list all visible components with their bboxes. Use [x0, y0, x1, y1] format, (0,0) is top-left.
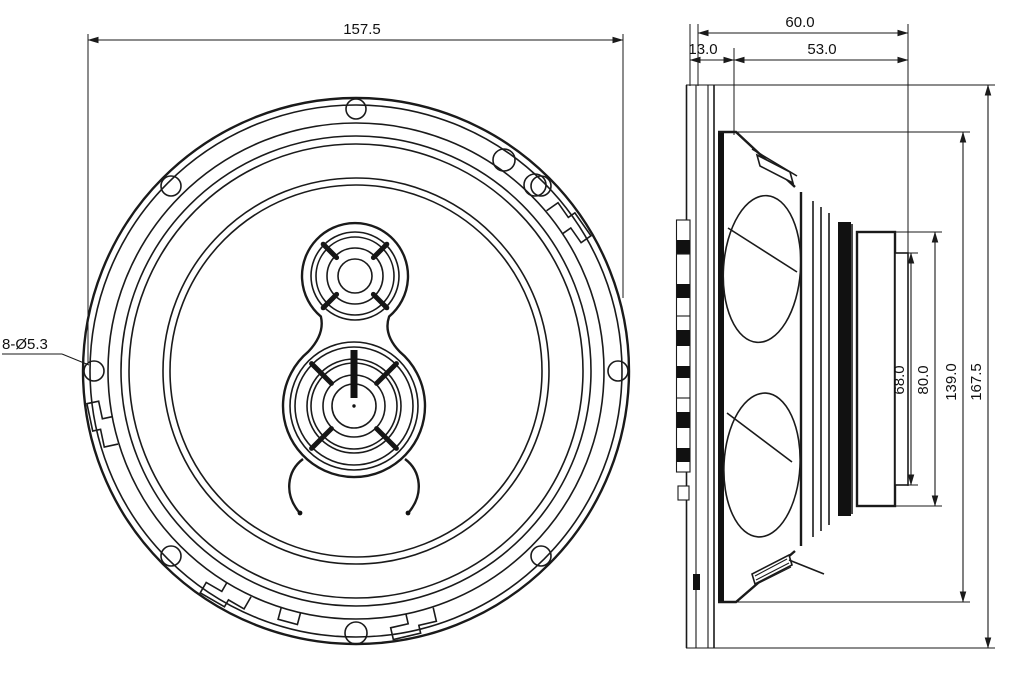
mounting-hole [345, 98, 367, 120]
flange-loop-notch [492, 148, 516, 172]
lead-wire-right [404, 458, 420, 513]
outer-flange-edge-inner [89, 104, 623, 638]
surround-outer-1 [120, 135, 592, 607]
magnet-assembly [838, 222, 909, 516]
flange-inner-circle [107, 122, 605, 620]
front-view: 157.5 8-Ø5.3 [2, 21, 631, 646]
basket-window-lower [723, 392, 801, 538]
mounting-hole [83, 360, 105, 382]
flange-step-tab [85, 400, 119, 448]
mounting-hole [344, 621, 368, 645]
terminal-lug [677, 485, 690, 501]
flange-step-tab [389, 607, 438, 641]
basket-window-upper [722, 194, 802, 344]
lead-wires [288, 458, 420, 516]
side-view: 60.0 13.0 53.0 68.0 80.0 139.0 [675, 14, 995, 649]
front-diameter-label: 157.5 [343, 21, 381, 38]
cone-step-lines [799, 192, 830, 546]
tweeter-spokes [320, 241, 390, 311]
mounting-holes [83, 98, 629, 645]
cone-edge-2 [169, 184, 543, 558]
vent-tab-top [751, 148, 798, 185]
tweeter-dome [337, 258, 373, 294]
flange-notches [85, 148, 593, 641]
overall-height-label: 167.5 [968, 363, 985, 401]
tweeter-ring [310, 231, 400, 321]
cone-edge-1 [162, 177, 550, 565]
midrange-ring [289, 341, 419, 471]
center-mark [352, 404, 356, 408]
mounting-hole [160, 175, 182, 197]
height-dimensions: 68.0 80.0 139.0 167.5 [686, 84, 995, 649]
mounting-hole [160, 545, 182, 567]
flange-foot [693, 574, 700, 590]
midrange-ring [294, 346, 414, 466]
surround-outer-2 [128, 143, 584, 599]
midrange-spokes [309, 361, 399, 451]
lead-wire-left [288, 458, 304, 513]
flange-step-tab [199, 581, 252, 610]
holes-callout: 8-Ø5.3 [2, 336, 90, 366]
basket-windows [722, 194, 802, 538]
total-depth-label: 60.0 [785, 14, 814, 31]
side-flange [685, 85, 724, 648]
magnet-height-label: 68.0 [891, 365, 908, 394]
basket-front-edge [718, 132, 724, 602]
vent-tab-bottom [751, 553, 825, 586]
flange-depth-label: 13.0 [688, 41, 717, 58]
midrange-index-bar [350, 350, 358, 398]
body-depth-label: 53.0 [807, 41, 836, 58]
holes-callout-label: 8-Ø5.3 [2, 336, 48, 353]
flange-loop-notch [523, 173, 547, 197]
flange-small-notch [277, 607, 302, 626]
terminal-strip [675, 219, 700, 590]
plate-height-label: 80.0 [915, 365, 932, 394]
tweeter-ring [326, 247, 384, 305]
basket-height-label: 139.0 [943, 363, 960, 401]
mounting-hole [530, 545, 552, 567]
magnet-block [855, 230, 897, 508]
front-plate-dark-band [838, 222, 851, 516]
mounting-hole [607, 360, 629, 382]
tweeter-ring [315, 236, 395, 316]
basket-profile [718, 130, 830, 604]
tweeter-midrange-assembly [281, 221, 427, 516]
flange-step-tab [546, 201, 593, 244]
front-diameter-dimension: 157.5 [87, 21, 624, 362]
